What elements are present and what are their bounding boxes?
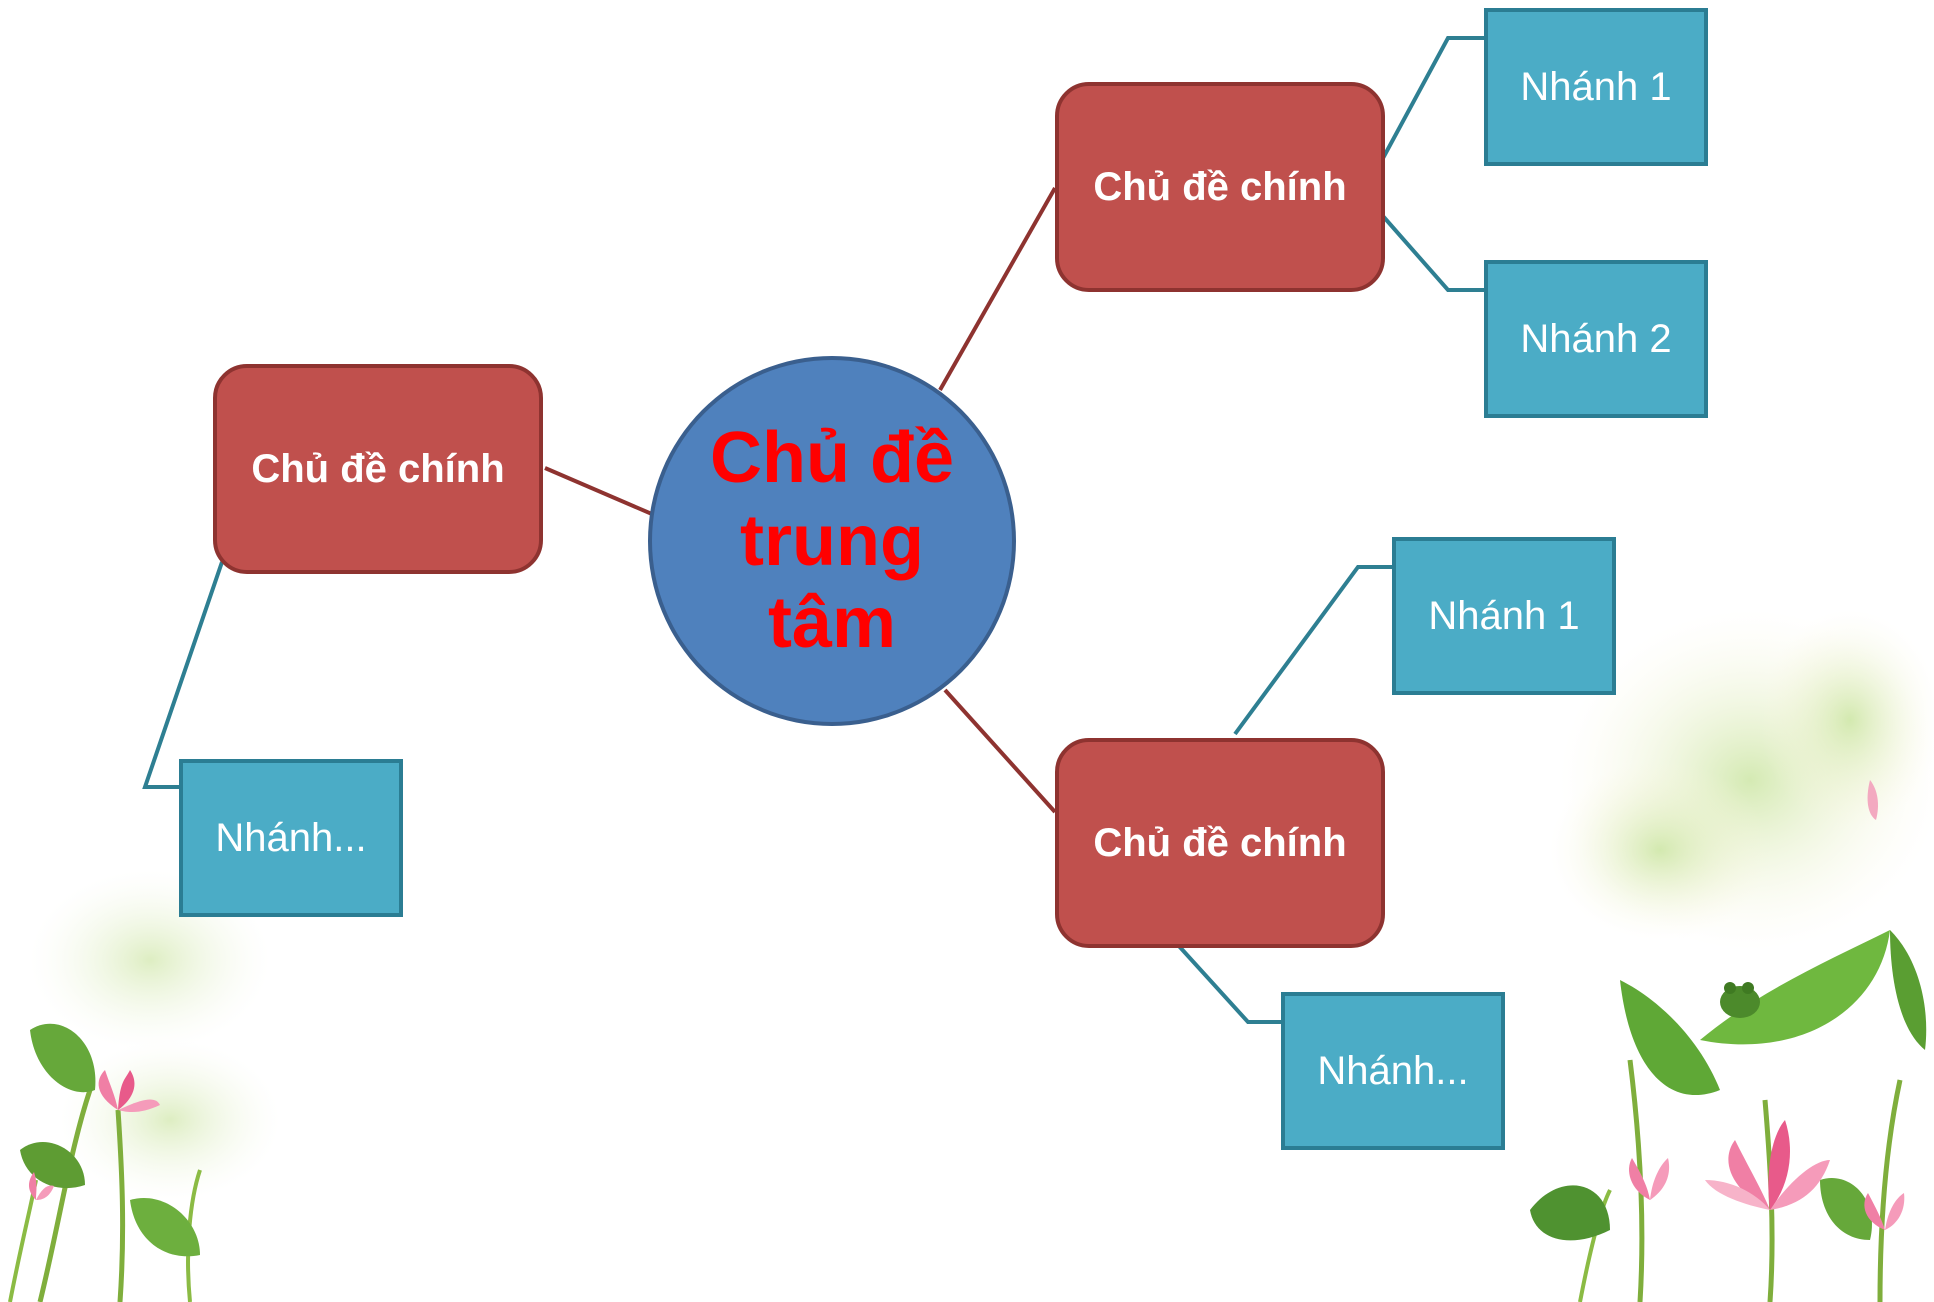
branch-node-left-more[interactable]: Nhánh... <box>179 759 403 917</box>
central-topic-node[interactable]: Chủ đề trung tâm <box>648 356 1016 726</box>
central-topic-label: Chủ đề trung tâm <box>710 417 954 664</box>
main-topic-label: Chủ đề chính <box>1093 164 1347 209</box>
branch-node-top-2[interactable]: Nhánh 2 <box>1484 260 1708 418</box>
branch-label: Nhánh... <box>215 815 367 860</box>
connector-topic-bottom-branch-more <box>1176 943 1288 1024</box>
frog-icon <box>1720 982 1760 1018</box>
branch-node-bottom-1[interactable]: Nhánh 1 <box>1392 537 1616 695</box>
lotus-flowers-right <box>1530 610 1934 1302</box>
connector-topic-bottom-branch-1 <box>1233 565 1400 736</box>
branch-label: Nhánh 2 <box>1520 316 1672 361</box>
connector-center-topic-top <box>938 187 1057 391</box>
connector-topic-top-branch-1 <box>1380 36 1492 161</box>
branch-node-top-1[interactable]: Nhánh 1 <box>1484 8 1708 166</box>
connector-center-topic-bottom <box>943 688 1057 814</box>
main-topic-bottom[interactable]: Chủ đề chính <box>1055 738 1385 948</box>
main-topic-left[interactable]: Chủ đề chính <box>213 364 543 574</box>
connector-topic-left-branch-more <box>142 561 224 789</box>
branch-node-bottom-more[interactable]: Nhánh... <box>1281 992 1505 1150</box>
main-topic-label: Chủ đề chính <box>1093 820 1347 865</box>
main-topic-label: Chủ đề chính <box>251 446 505 491</box>
connector-topic-top-branch-2 <box>1380 213 1492 292</box>
branch-label: Nhánh 1 <box>1428 593 1580 638</box>
main-topic-top[interactable]: Chủ đề chính <box>1055 82 1385 292</box>
branch-label: Nhánh... <box>1317 1048 1469 1093</box>
branch-label: Nhánh 1 <box>1520 64 1672 109</box>
